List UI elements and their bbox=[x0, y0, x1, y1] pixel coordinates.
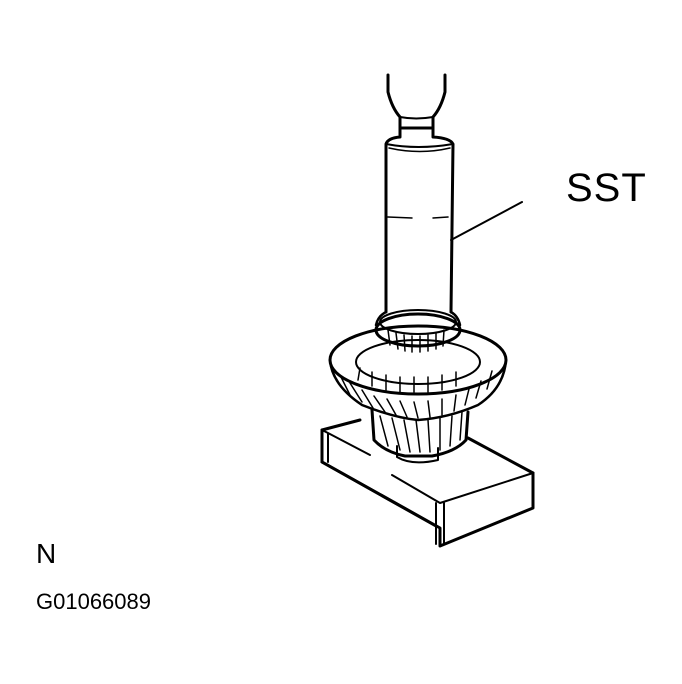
figure-code: G01066089 bbox=[36, 589, 151, 614]
view-letter: N bbox=[36, 538, 57, 569]
support-block bbox=[320, 418, 535, 548]
bearing bbox=[374, 309, 462, 353]
sst-shaft bbox=[384, 126, 455, 314]
sst-callout-label: SST bbox=[566, 166, 647, 210]
pinion-gear bbox=[370, 408, 470, 464]
sst-leader-line bbox=[450, 201, 523, 241]
press-ram bbox=[386, 73, 447, 130]
helical-gear bbox=[328, 324, 508, 422]
